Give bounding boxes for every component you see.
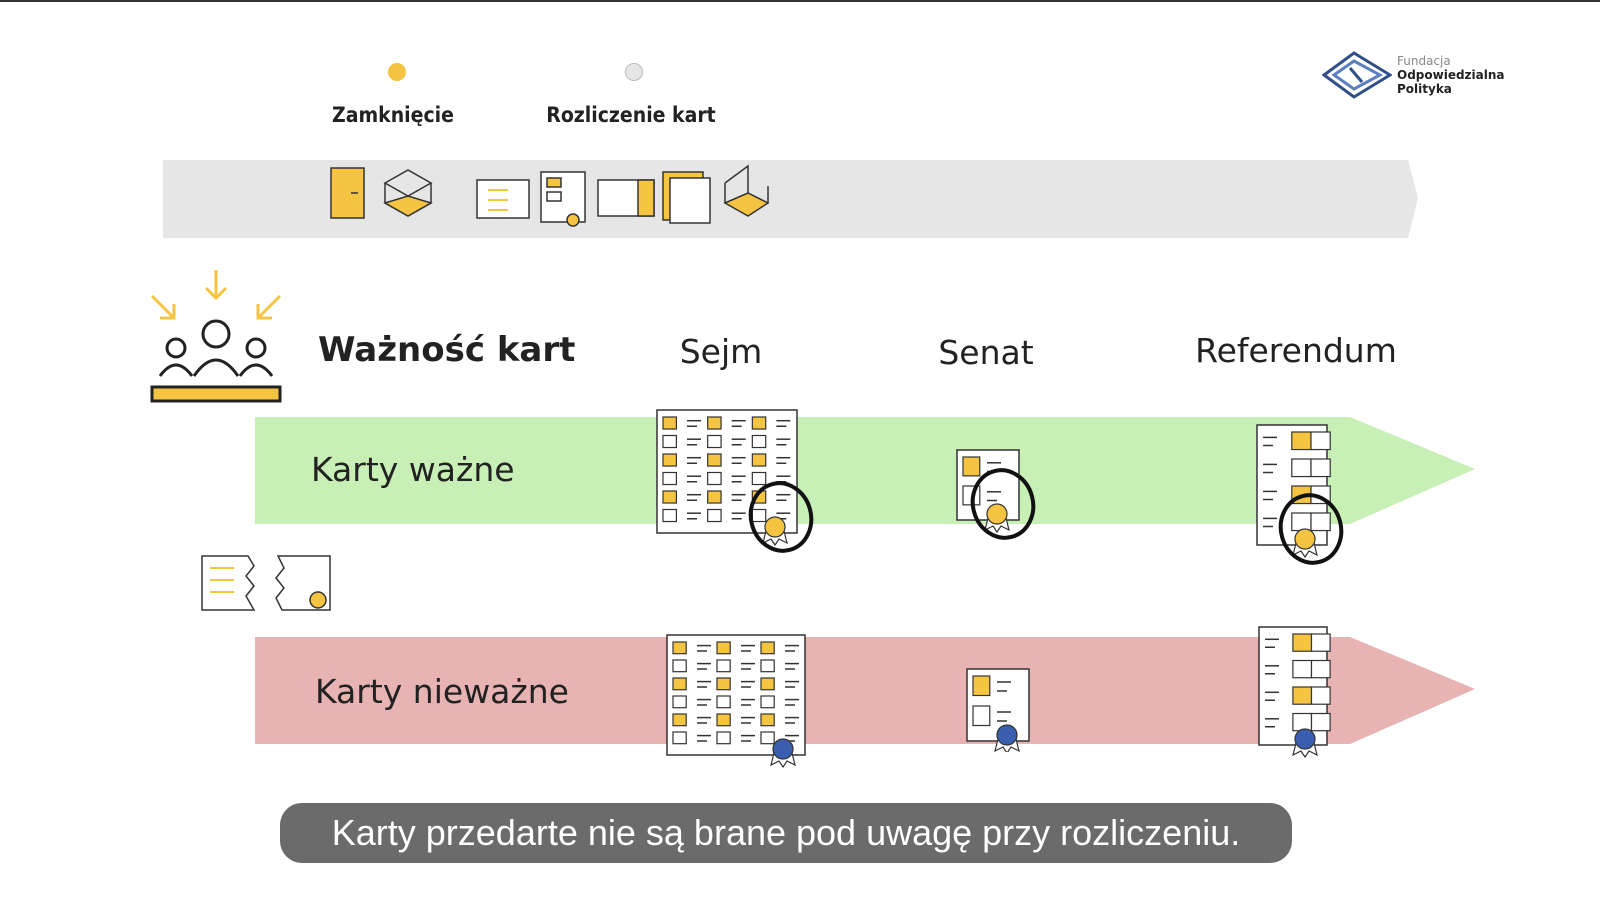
row-label-valid: Karty ważne	[311, 450, 515, 489]
top-border	[0, 0, 1600, 2]
senat-invalid-ballot	[966, 668, 1030, 752]
referendum-valid-ballot	[1256, 424, 1344, 565]
column-header-senat: Senat	[938, 333, 1034, 372]
sejm-valid-ballot	[656, 409, 814, 553]
ballot-box-icon	[383, 169, 433, 217]
logo-line2: Odpowiedzialna	[1397, 68, 1505, 82]
senat-valid-ballot	[956, 449, 1036, 540]
ballot-list-icon	[476, 179, 530, 219]
ballot-stack-icon	[662, 171, 711, 224]
logo-line1: Fundacja	[1397, 54, 1451, 68]
open-ballot-box-icon	[723, 164, 770, 217]
subtitle-caption: Karty przedarte nie są brane pod uwagę p…	[280, 803, 1292, 863]
process-bar	[163, 160, 1418, 238]
logo-text: Fundacja Odpowiedzialna Polityka	[1397, 54, 1505, 96]
ballot-seal-icon	[540, 171, 586, 227]
valid-cards-arrow	[255, 417, 1475, 524]
row-label-invalid: Karty nieważne	[315, 672, 569, 711]
timeline-dot-active	[388, 63, 406, 81]
column-header-referendum: Referendum	[1195, 331, 1397, 370]
torn-ballots-icon	[201, 555, 331, 611]
ballot-stamped-icon	[597, 179, 655, 217]
step-label-zamkniecie: Zamknięcie	[332, 103, 454, 127]
invalid-cards-arrow	[255, 637, 1475, 744]
step-label-rozliczenie: Rozliczenie kart	[546, 103, 716, 127]
logo-icon	[1322, 51, 1392, 99]
door-icon	[330, 167, 365, 219]
column-header-sejm: Sejm	[679, 332, 763, 371]
timeline-dot-inactive	[625, 63, 643, 81]
section-title: Ważność kart	[318, 330, 576, 370]
sejm-invalid-ballot	[666, 634, 806, 768]
commission-icon	[150, 270, 282, 403]
logo-line3: Polityka	[1397, 82, 1452, 96]
referendum-invalid-ballot	[1258, 626, 1331, 759]
